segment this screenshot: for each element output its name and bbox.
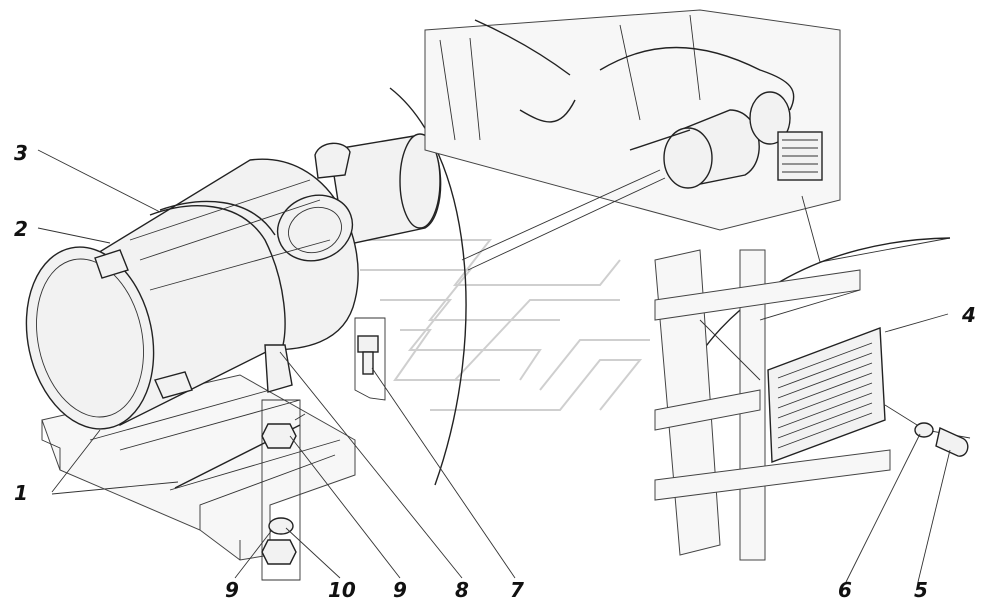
fastener-stack-detail [261, 399, 306, 581]
callout-8: 8 [455, 578, 469, 602]
callout-5: 5 [914, 578, 928, 602]
callout-2: 2 [14, 217, 28, 241]
detail-leaders [461, 169, 951, 271]
air-filter-housing [25, 133, 442, 430]
vehicle-context-upper [424, 9, 841, 231]
callout-10: 10 [328, 578, 356, 602]
callout-9-left: 9 [225, 578, 239, 602]
callout-leaders [37, 149, 951, 583]
callout-6: 6 [838, 578, 852, 602]
callout-1: 1 [14, 481, 28, 505]
grille-frame-detail [654, 237, 951, 561]
watermark-logo [360, 239, 650, 411]
callout-9-right: 9 [393, 578, 407, 602]
callout-3: 3 [14, 141, 28, 165]
callout-7: 7 [510, 578, 524, 602]
callout-labels: 3 2 1 4 5 6 7 8 9 9 10 [14, 141, 976, 602]
screw-washer-detail [884, 404, 971, 457]
callout-4: 4 [961, 303, 976, 327]
view-boundary-arc [389, 87, 467, 486]
bolt-detail [354, 317, 386, 401]
